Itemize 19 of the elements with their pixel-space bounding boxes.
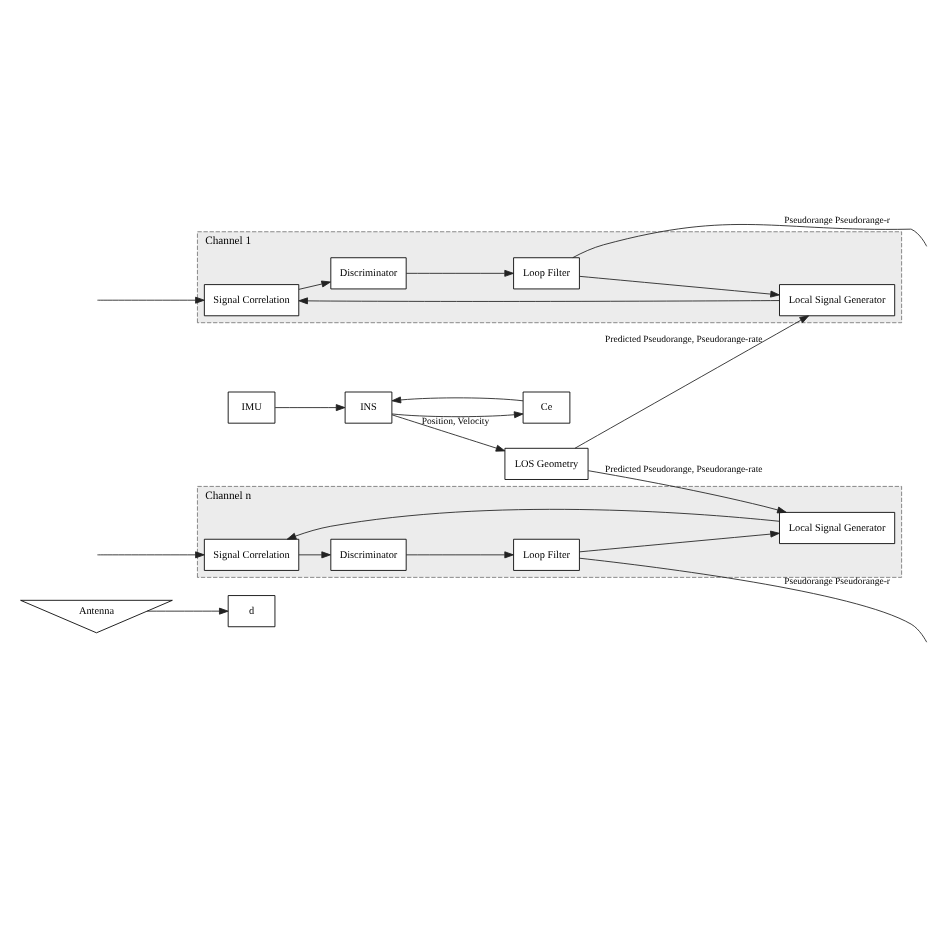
arrow bbox=[298, 280, 331, 290]
arrow bbox=[97, 296, 205, 304]
arrow bbox=[298, 297, 780, 305]
connector bbox=[572, 224, 928, 259]
arrow bbox=[574, 315, 810, 449]
arrow bbox=[298, 551, 331, 559]
arrow bbox=[579, 275, 780, 298]
arrow bbox=[391, 396, 524, 404]
arrow bbox=[97, 551, 205, 559]
arrow bbox=[405, 551, 514, 559]
arrow bbox=[274, 404, 346, 412]
connector bbox=[579, 557, 928, 643]
arrow bbox=[579, 530, 780, 553]
arrow bbox=[587, 470, 787, 514]
arrow bbox=[391, 414, 506, 452]
arrow bbox=[146, 607, 229, 615]
arrow bbox=[391, 411, 524, 419]
arrow bbox=[286, 508, 780, 540]
arrow bbox=[405, 269, 514, 277]
